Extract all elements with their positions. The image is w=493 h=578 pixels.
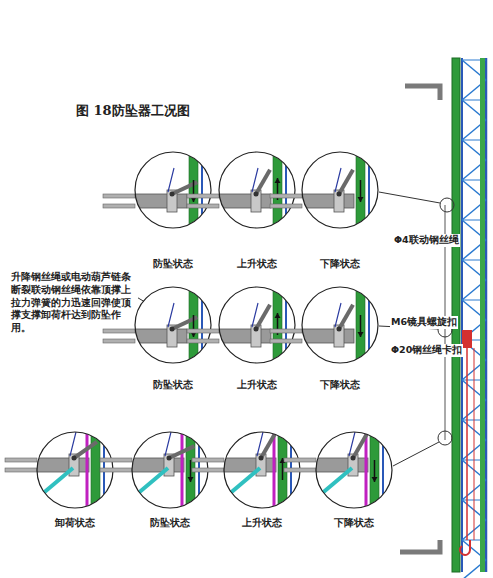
- detail-circle: [300, 285, 380, 365]
- state-label: 下降状态: [314, 516, 394, 530]
- hoist-chain: [474, 348, 475, 540]
- detail-view: 下降状态: [314, 430, 394, 532]
- detail-view: 上升状态: [217, 150, 297, 273]
- state-label: 防坠状态: [133, 257, 213, 271]
- detail-circle: [217, 150, 297, 230]
- part-label: M6镜具螺旋扣: [390, 316, 458, 329]
- note-text: 升降钢丝绳或电动葫芦链条断裂联动钢丝绳依靠顶撑上拉力弹簧的力迅速回弹使顶撑支撑卸…: [10, 271, 138, 335]
- state-label: 卸荷状态: [35, 516, 115, 530]
- state-label: 下降状态: [300, 378, 380, 392]
- detail-view: 下降状态: [300, 150, 380, 273]
- truss-chord: [485, 58, 488, 572]
- part-label: Φ4联动钢丝绳: [393, 234, 460, 247]
- leader-line: [379, 192, 440, 203]
- detail-circle: [133, 150, 213, 230]
- hook: [460, 540, 470, 555]
- detail-marker: [440, 198, 454, 212]
- figure-title: 图 18防坠器工况图: [76, 102, 190, 120]
- guide-column: [452, 58, 460, 572]
- hoist-chain: [466, 348, 468, 540]
- hoist: [462, 330, 472, 348]
- state-label: 下降状态: [300, 257, 380, 271]
- detail-view: 下降状态: [300, 285, 380, 394]
- detail-circle: [133, 285, 213, 365]
- detail-circle: [314, 430, 394, 510]
- detail-marker: [438, 431, 452, 445]
- detail-view: 卸荷状态: [35, 430, 115, 532]
- state-label: 防坠状态: [130, 516, 210, 530]
- bracket: [400, 540, 440, 552]
- guide-column: [480, 58, 485, 572]
- detail-view: 防坠状态: [130, 430, 210, 532]
- detail-view: 防坠状态: [133, 150, 213, 273]
- leader-line: [393, 442, 439, 466]
- bracket: [405, 86, 440, 100]
- truss-chord: [461, 58, 463, 572]
- detail-view: 上升状态: [222, 430, 302, 532]
- state-label: 防坠状态: [133, 378, 213, 392]
- part-label: Φ20钢丝绳卡扣: [390, 344, 463, 357]
- state-label: 上升状态: [222, 516, 302, 530]
- detail-circle: [217, 285, 297, 365]
- state-label: 上升状态: [217, 378, 297, 392]
- detail-circle: [300, 150, 380, 230]
- state-label: 上升状态: [217, 257, 297, 271]
